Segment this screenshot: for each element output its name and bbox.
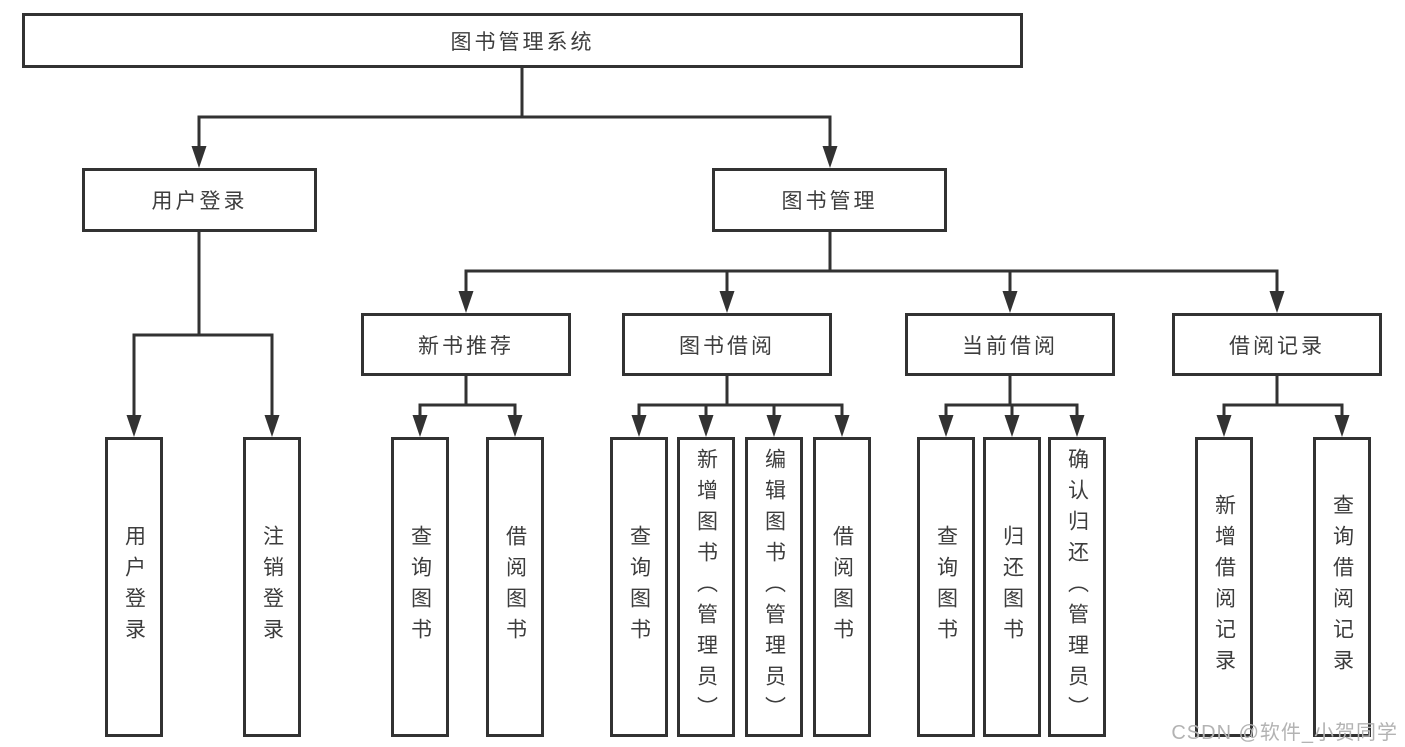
leaf-borrow-books: 借阅图书: [813, 437, 871, 737]
leaf-query-borrow-record: 查询借阅记录: [1313, 437, 1371, 737]
node-root-system: 图书管理系统: [22, 13, 1023, 68]
leaf-return-books: 归还图书: [983, 437, 1041, 737]
leaf-edit-books-admin: 编辑图书（管理员）: [745, 437, 803, 737]
leaf-query-borrow-record-label: 查询借阅记录: [1330, 494, 1354, 680]
leaf-query-books-recommend: 查询图书: [391, 437, 449, 737]
node-new-book-recommend: 新书推荐: [361, 313, 571, 376]
leaf-user-login: 用户登录: [105, 437, 163, 737]
leaf-edit-books-admin-label: 编辑图书（管理员）: [762, 447, 786, 727]
leaf-add-borrow-record: 新增借阅记录: [1195, 437, 1253, 737]
leaf-borrow-books-label: 借阅图书: [830, 525, 854, 649]
node-book-management-label: 图书管理: [781, 190, 878, 213]
csdn-watermark: CSDN @软件_小贺同学: [1171, 722, 1398, 744]
leaf-add-books-admin: 新增图书（管理员）: [677, 437, 735, 737]
leaf-query-books-borrowing: 查询图书: [610, 437, 668, 737]
leaf-query-books-current: 查询图书: [917, 437, 975, 737]
leaf-logout-label: 注销登录: [260, 525, 284, 649]
node-user-login-label: 用户登录: [151, 190, 248, 213]
leaf-logout: 注销登录: [243, 437, 301, 737]
node-new-book-recommend-label: 新书推荐: [418, 334, 514, 358]
leaf-confirm-return-admin-label: 确认归还（管理员）: [1065, 447, 1089, 727]
node-root-label: 图书管理系统: [450, 30, 595, 54]
leaf-user-login-label: 用户登录: [122, 525, 146, 649]
node-user-login: 用户登录: [82, 168, 317, 232]
leaf-query-books-borrowing-label: 查询图书: [627, 525, 651, 649]
leaf-add-books-admin-label: 新增图书（管理员）: [694, 447, 718, 727]
leaf-borrow-books-recommend-label: 借阅图书: [503, 525, 527, 649]
leaf-add-borrow-record-label: 新增借阅记录: [1212, 494, 1236, 680]
leaf-confirm-return-admin: 确认归还（管理员）: [1048, 437, 1106, 737]
leaf-query-books-recommend-label: 查询图书: [408, 525, 432, 649]
leaf-borrow-books-recommend: 借阅图书: [486, 437, 544, 737]
node-current-borrowing: 当前借阅: [905, 313, 1115, 376]
leaf-return-books-label: 归还图书: [1000, 525, 1024, 649]
node-book-management: 图书管理: [712, 168, 947, 232]
node-current-borrowing-label: 当前借阅: [962, 334, 1058, 358]
node-book-borrowing-label: 图书借阅: [679, 334, 775, 358]
node-book-borrowing: 图书借阅: [622, 313, 832, 376]
node-borrowing-records-label: 借阅记录: [1229, 334, 1325, 358]
node-borrowing-records: 借阅记录: [1172, 313, 1382, 376]
leaf-query-books-current-label: 查询图书: [934, 525, 958, 649]
